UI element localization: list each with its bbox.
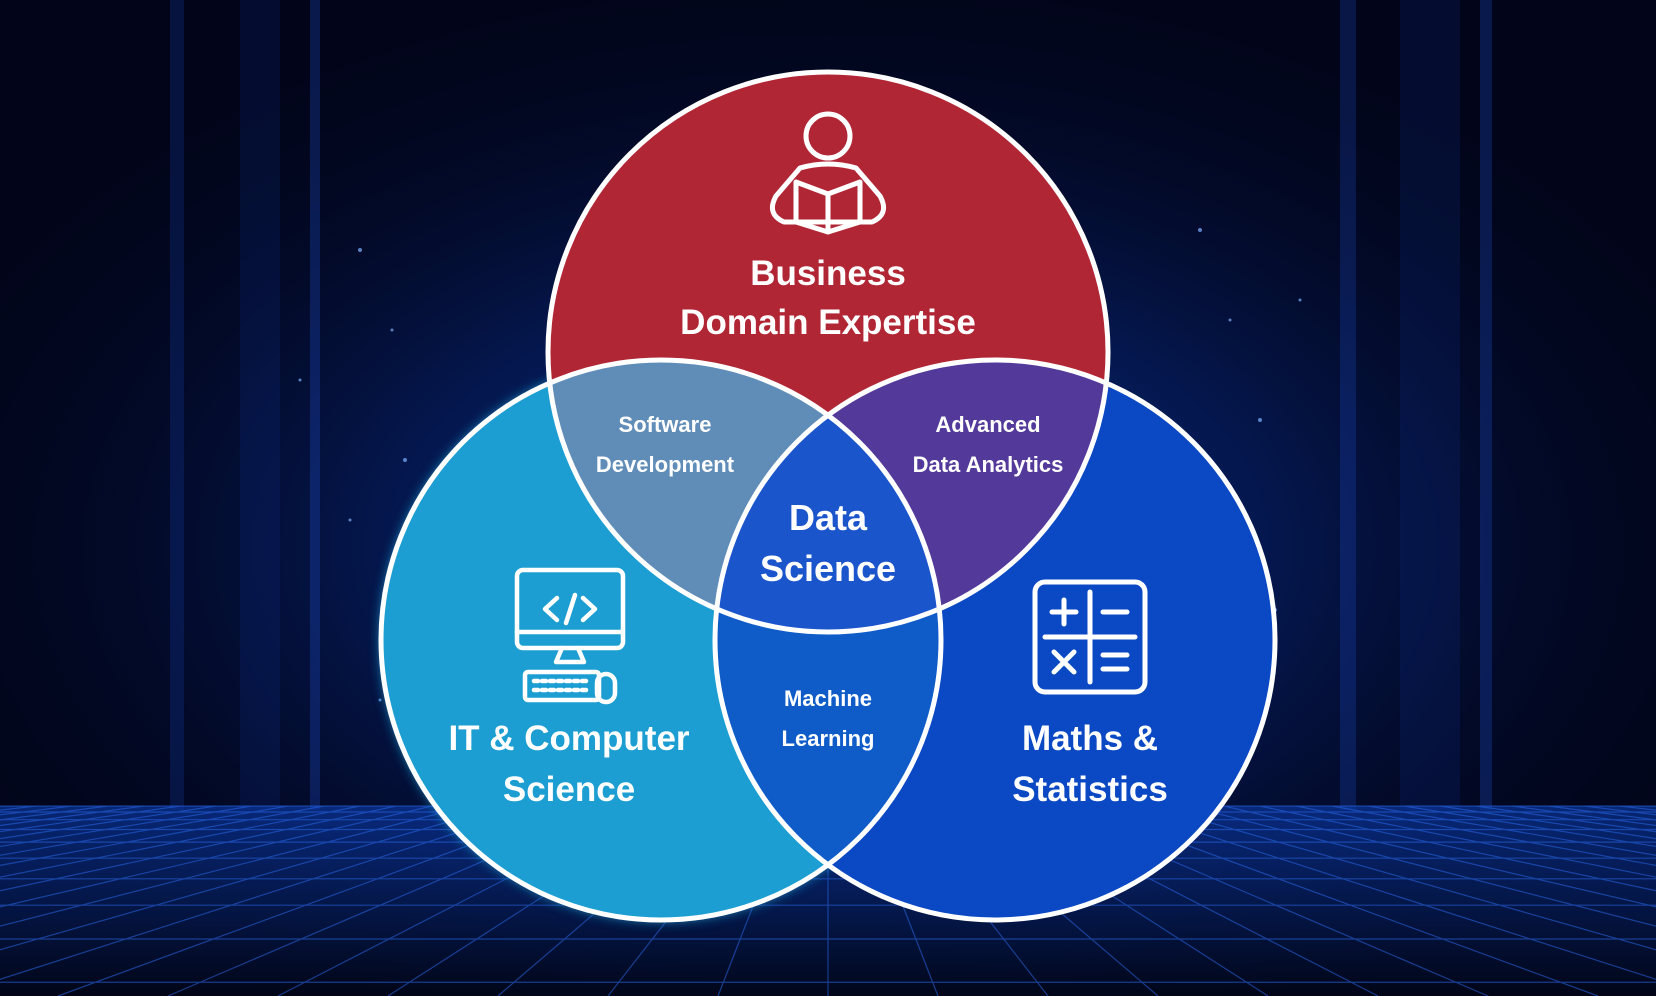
floor-grid-line [0, 805, 505, 951]
business-label-line2: Domain Expertise [680, 303, 976, 342]
analytics-label-line1: Advanced [935, 412, 1040, 437]
machine-learning-label-line1: Machine [784, 686, 872, 711]
business-label-line1: Business [750, 254, 906, 293]
floor-grid-line [1331, 805, 1656, 867]
floor-grid-line [0, 805, 469, 927]
floor-grid-line [1115, 805, 1656, 980]
floor-grid-line [1151, 805, 1656, 951]
floor-grid-line [0, 805, 325, 867]
floor-grid-line [1259, 805, 1656, 892]
computer-code-icon [514, 567, 626, 705]
data-science-label-line1: Data [789, 497, 868, 538]
floor-grid-line [0, 805, 217, 840]
floor-grid-line [1367, 805, 1656, 856]
maths-label-line1: Maths & [1022, 719, 1158, 758]
it-label-line1: IT & Computer [448, 719, 689, 758]
floor-grid-line [1439, 805, 1656, 840]
floor-grid-line [1403, 805, 1656, 848]
light-beams [170, 0, 1492, 810]
floor-grid-line [1187, 805, 1656, 927]
floor-grid-line [1295, 805, 1656, 878]
analytics-label-line2: Data Analytics [913, 452, 1064, 477]
machine-learning-label-line2: Learning [782, 726, 875, 751]
floor-grid-line [0, 805, 541, 980]
person-reading-book-icon [769, 111, 887, 235]
software-label-line2: Development [596, 452, 735, 477]
floor-grid-line [1223, 805, 1656, 908]
floor-grid-line [0, 805, 253, 848]
calculator-icon [1032, 579, 1148, 695]
data-science-label-line2: Science [760, 548, 896, 589]
it-label-line2: Science [503, 770, 635, 809]
software-label-line1: Software [619, 412, 712, 437]
maths-label-line2: Statistics [1012, 770, 1168, 809]
floor-grid-line [0, 805, 361, 878]
floor-grid-line [0, 805, 289, 856]
floor-grid-line [0, 805, 397, 892]
circle-outlines [378, 69, 1278, 923]
floor-grid-line [0, 805, 433, 908]
